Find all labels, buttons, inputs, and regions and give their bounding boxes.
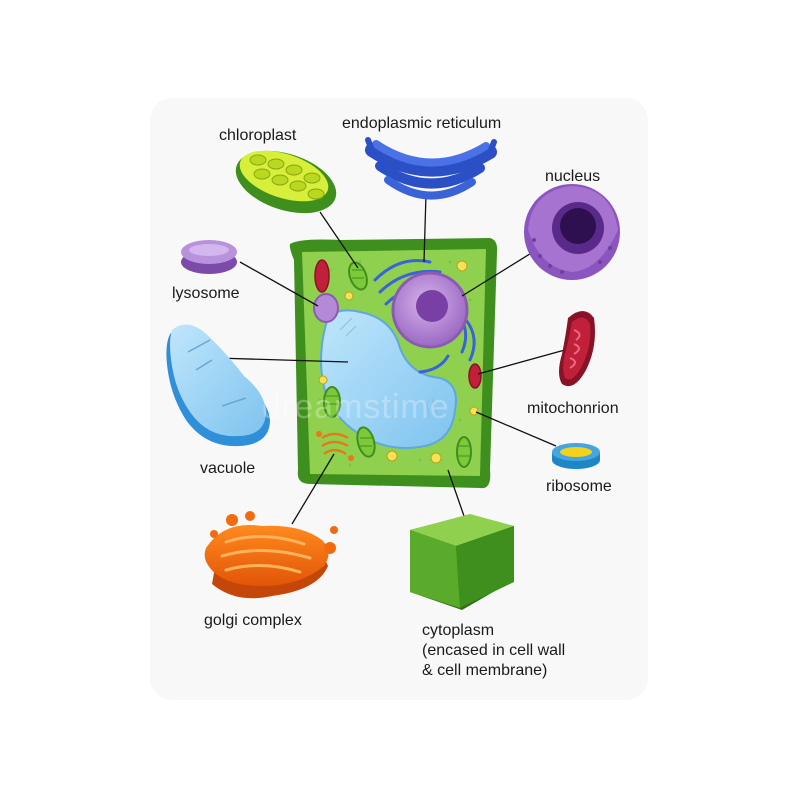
ribosome-detail — [552, 443, 600, 469]
label-cytoplasm-line-1: cytoplasm — [422, 622, 495, 639]
label-lysosome: lysosome — [172, 285, 240, 302]
golgi-complex-detail — [204, 511, 338, 599]
lysosome-in-cell — [313, 293, 339, 323]
leader-lines — [215, 193, 573, 525]
label-ribosome: ribosome — [546, 478, 612, 495]
nucleolus — [416, 290, 448, 322]
ribosomes-in-cell — [318, 260, 479, 464]
plant-cell — [289, 238, 498, 489]
watermark: dreamstime — [262, 388, 450, 426]
label-cytoplasm: cytoplasm (encased in cell wall & cell m… — [422, 621, 565, 681]
chloroplasts-in-cell — [323, 261, 472, 468]
label-chloroplast: chloroplast — [219, 127, 297, 144]
cytoplasm-detail — [410, 514, 514, 610]
golgi-in-cell — [315, 430, 355, 462]
label-mitochondrion: mitochonrion — [527, 400, 619, 417]
label-cytoplasm-line-2: (encased in cell wall — [422, 642, 566, 659]
vacuole-detail — [166, 324, 270, 447]
endoplasmic-reticulum-detail — [365, 137, 497, 200]
mitochondrion-in-cell — [314, 259, 330, 293]
nucleus-detail — [524, 184, 620, 280]
chloroplast-detail — [235, 150, 337, 214]
label-endoplasmic-reticulum: endoplasmic reticulum — [342, 115, 502, 132]
lysosome-detail — [181, 240, 237, 274]
label-nucleus: nucleus — [545, 168, 601, 185]
label-golgi-complex: golgi complex — [204, 612, 302, 629]
mitochondrion-detail — [559, 311, 595, 387]
label-cytoplasm-line-3: & cell membrane) — [422, 662, 548, 679]
label-vacuole: vacuole — [200, 460, 256, 477]
